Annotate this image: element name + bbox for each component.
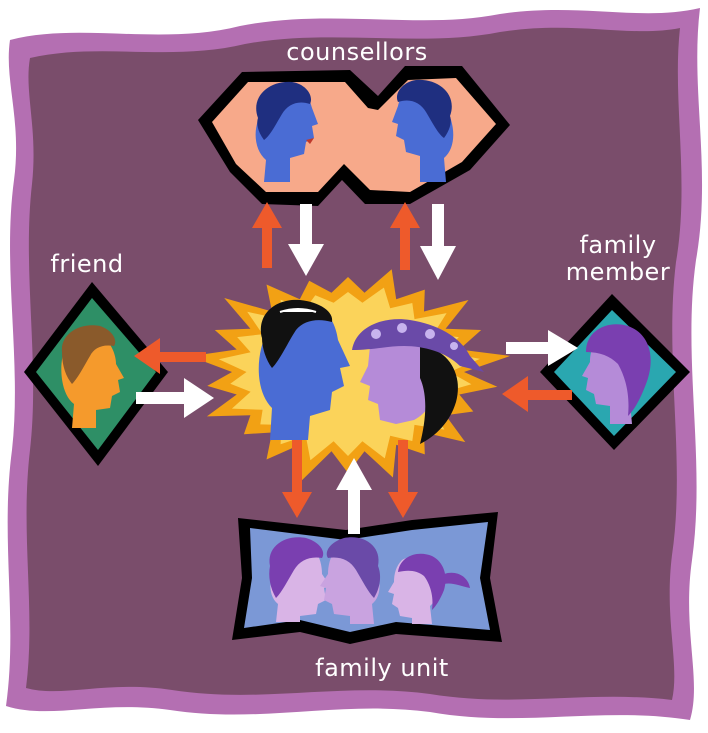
label-family-unit: family unit [315,654,449,682]
label-friend: friend [50,250,124,278]
label-family-member: family member [558,232,678,286]
arrow-to-family-member [506,330,578,366]
counsellor-face-right [392,79,454,182]
label-counsellors: counsellors [286,38,428,66]
family-unit-face-left [269,537,330,622]
central-woman-face [352,319,484,444]
arrow-from-family-member [502,376,572,412]
friend-face [61,325,124,428]
label-family-member-line2: member [565,258,671,286]
family-member-face [582,324,651,424]
label-family-member-line1: family [579,231,657,259]
arrow-up-family-unit [336,458,372,534]
central-man-face [258,299,350,440]
family-member-panel [540,294,690,450]
arrow-to-friend [134,338,206,374]
friend-panel [24,282,168,466]
counsellor-face-left [255,81,318,182]
arrows [134,202,578,534]
family-unit-face-right [388,553,470,624]
counsellors-panel [198,66,510,206]
family-unit-panel [232,512,502,644]
arrow-down-left-counsellor [288,204,324,276]
arrow-up-right-counsellor [390,202,420,270]
arrow-down-right-family-unit [388,440,418,518]
family-unit-face-middle [320,537,381,624]
arrow-up-left-counsellor [252,202,282,268]
arrow-down-left-family-unit [282,440,312,518]
arrow-down-right-counsellor [420,204,456,280]
arrow-from-friend [136,378,214,418]
